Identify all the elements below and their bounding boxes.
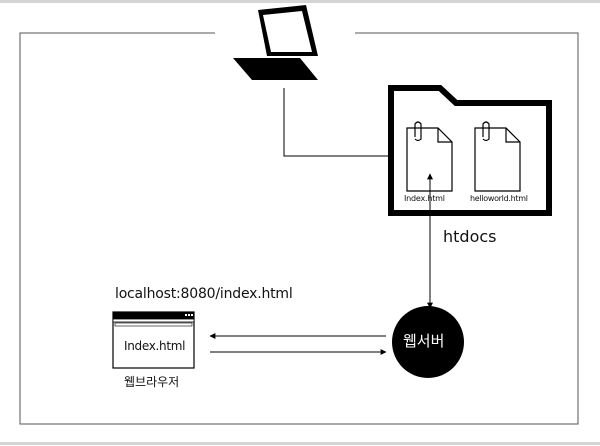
- file-icon-helloworld: [474, 121, 521, 192]
- file-label-index: Index.html: [404, 194, 445, 203]
- top-rule: [0, 0, 600, 3]
- laptop-folder-connector: [283, 88, 391, 157]
- browser-window-icon: [112, 311, 195, 369]
- file-icon-index: [406, 121, 453, 192]
- bottom-rule: [0, 442, 600, 445]
- web-server-node: [392, 306, 464, 378]
- browser-url: localhost:8080/index.html: [115, 286, 293, 302]
- browser-page-text: Index.html: [124, 339, 186, 353]
- folder-name: htdocs: [443, 227, 497, 246]
- server-label: 웹서버: [403, 332, 445, 350]
- file-label-helloworld: helloworld.html: [470, 194, 528, 203]
- outer-frame: [19, 32, 579, 425]
- laptop-icon: [233, 5, 318, 80]
- browser-caption: 웹브라우저: [124, 375, 180, 389]
